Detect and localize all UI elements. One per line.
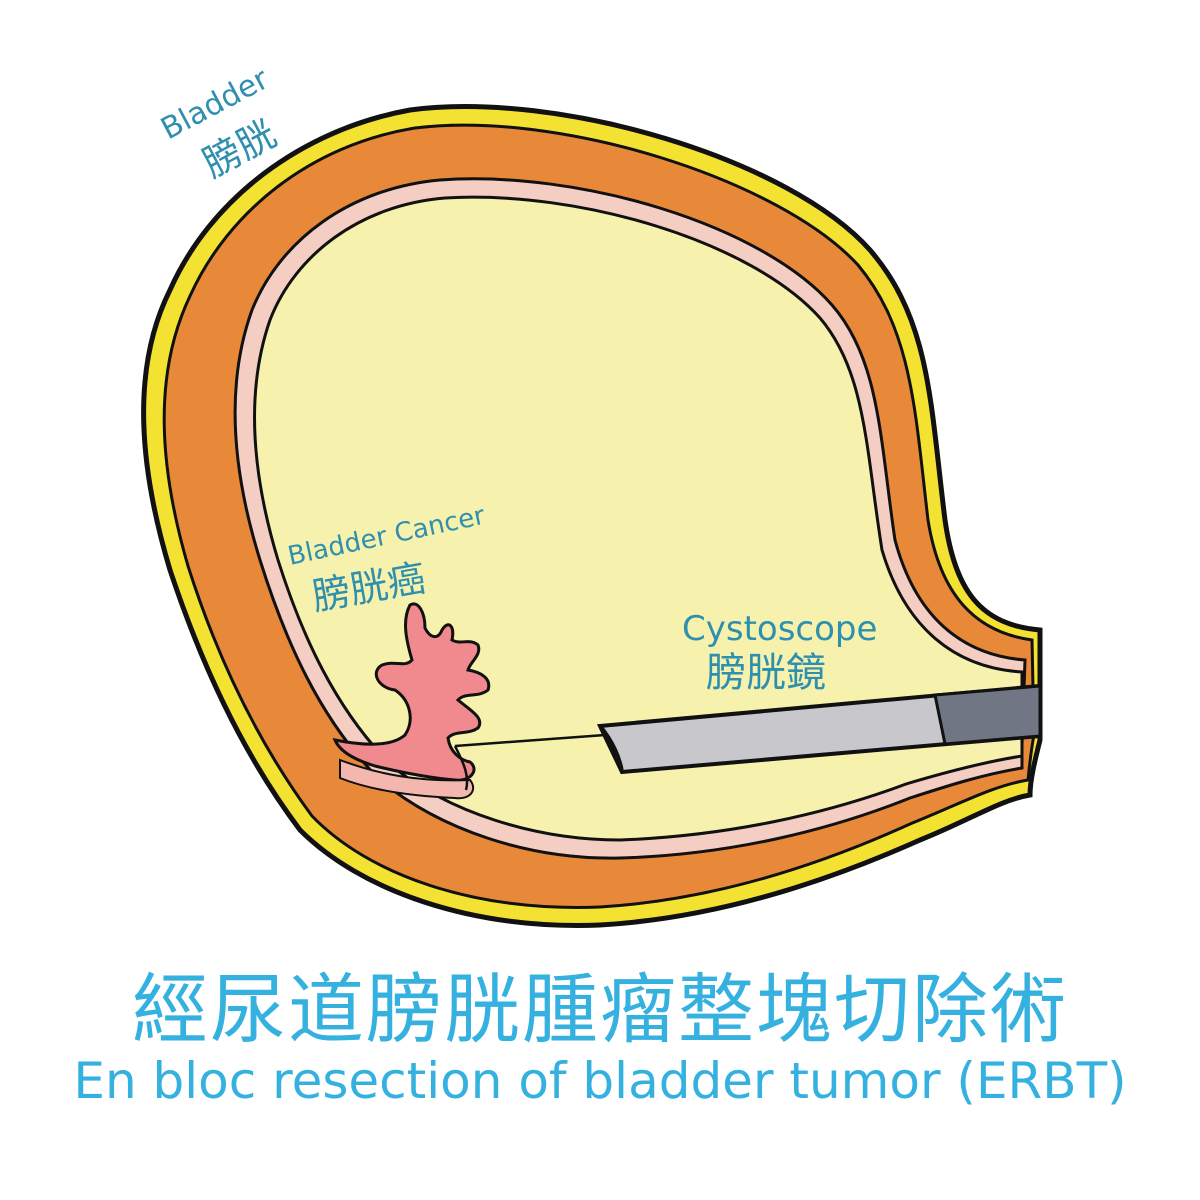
cystoscope-sheath — [933, 684, 1042, 746]
tumor-shape — [332, 602, 491, 782]
resection-wire — [454, 733, 606, 748]
cystoscope-tip — [598, 724, 624, 773]
tumor-base — [339, 758, 475, 800]
label-cystoscope-en: Cystoscope — [682, 609, 877, 649]
label-cystoscope-zh: 膀胱鏡 — [706, 650, 826, 696]
title-chinese: 經尿道膀胱腫瘤整塊切除術 — [132, 965, 1068, 1054]
resection-loop — [453, 745, 469, 791]
title-english: En bloc resection of bladder tumor (ERBT… — [73, 1052, 1127, 1110]
